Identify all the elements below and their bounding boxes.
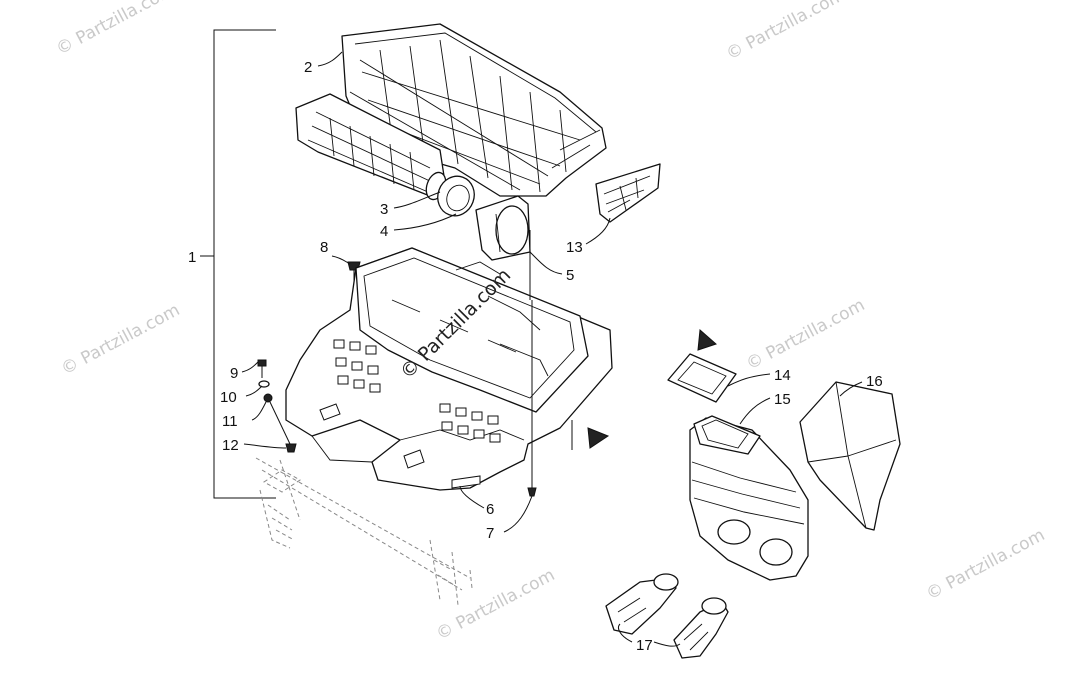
watermark: © Partzilla.com	[433, 565, 558, 644]
airbox-tray	[285, 247, 613, 491]
callout-9: 9	[230, 365, 238, 382]
callout-17: 17	[636, 637, 653, 654]
callout-16: 16	[866, 373, 883, 390]
callout-12: 12	[222, 437, 239, 454]
reference-frame	[255, 457, 473, 606]
callout-2: 2	[304, 59, 312, 76]
filter-cap	[437, 175, 475, 217]
callout-4: 4	[380, 223, 388, 240]
callout-14: 14	[774, 367, 791, 384]
pre-filter	[475, 195, 531, 261]
watermark: © Partzilla.com	[53, 0, 178, 59]
callout-10: 10	[220, 389, 237, 406]
callout-3: 3	[380, 201, 388, 218]
watermark: © Partzilla.com	[743, 295, 868, 374]
callout-13: 13	[566, 239, 583, 256]
foam-filter	[799, 381, 901, 531]
watermark: © Partzilla.com	[58, 300, 183, 379]
callout-7: 7	[486, 525, 494, 542]
intake-boot	[689, 415, 809, 581]
watermark: © Partzilla.com	[723, 0, 848, 64]
assembly-bracket	[200, 29, 276, 499]
hardware-stack	[257, 359, 537, 497]
callout-6: 6	[486, 501, 494, 518]
callout-leaders	[241, 51, 863, 647]
callout-8: 8	[320, 239, 328, 256]
callout-15: 15	[774, 391, 791, 408]
intake-screen	[595, 163, 661, 223]
duct-right	[673, 597, 729, 659]
duct-left	[605, 573, 679, 635]
gasket	[667, 353, 737, 403]
callout-5: 5	[566, 267, 574, 284]
callout-11: 11	[222, 413, 238, 430]
callout-1: 1	[188, 249, 196, 266]
tray-vents	[319, 339, 501, 489]
watermark: © Partzilla.com	[923, 525, 1048, 604]
direction-arrows	[571, 328, 717, 450]
